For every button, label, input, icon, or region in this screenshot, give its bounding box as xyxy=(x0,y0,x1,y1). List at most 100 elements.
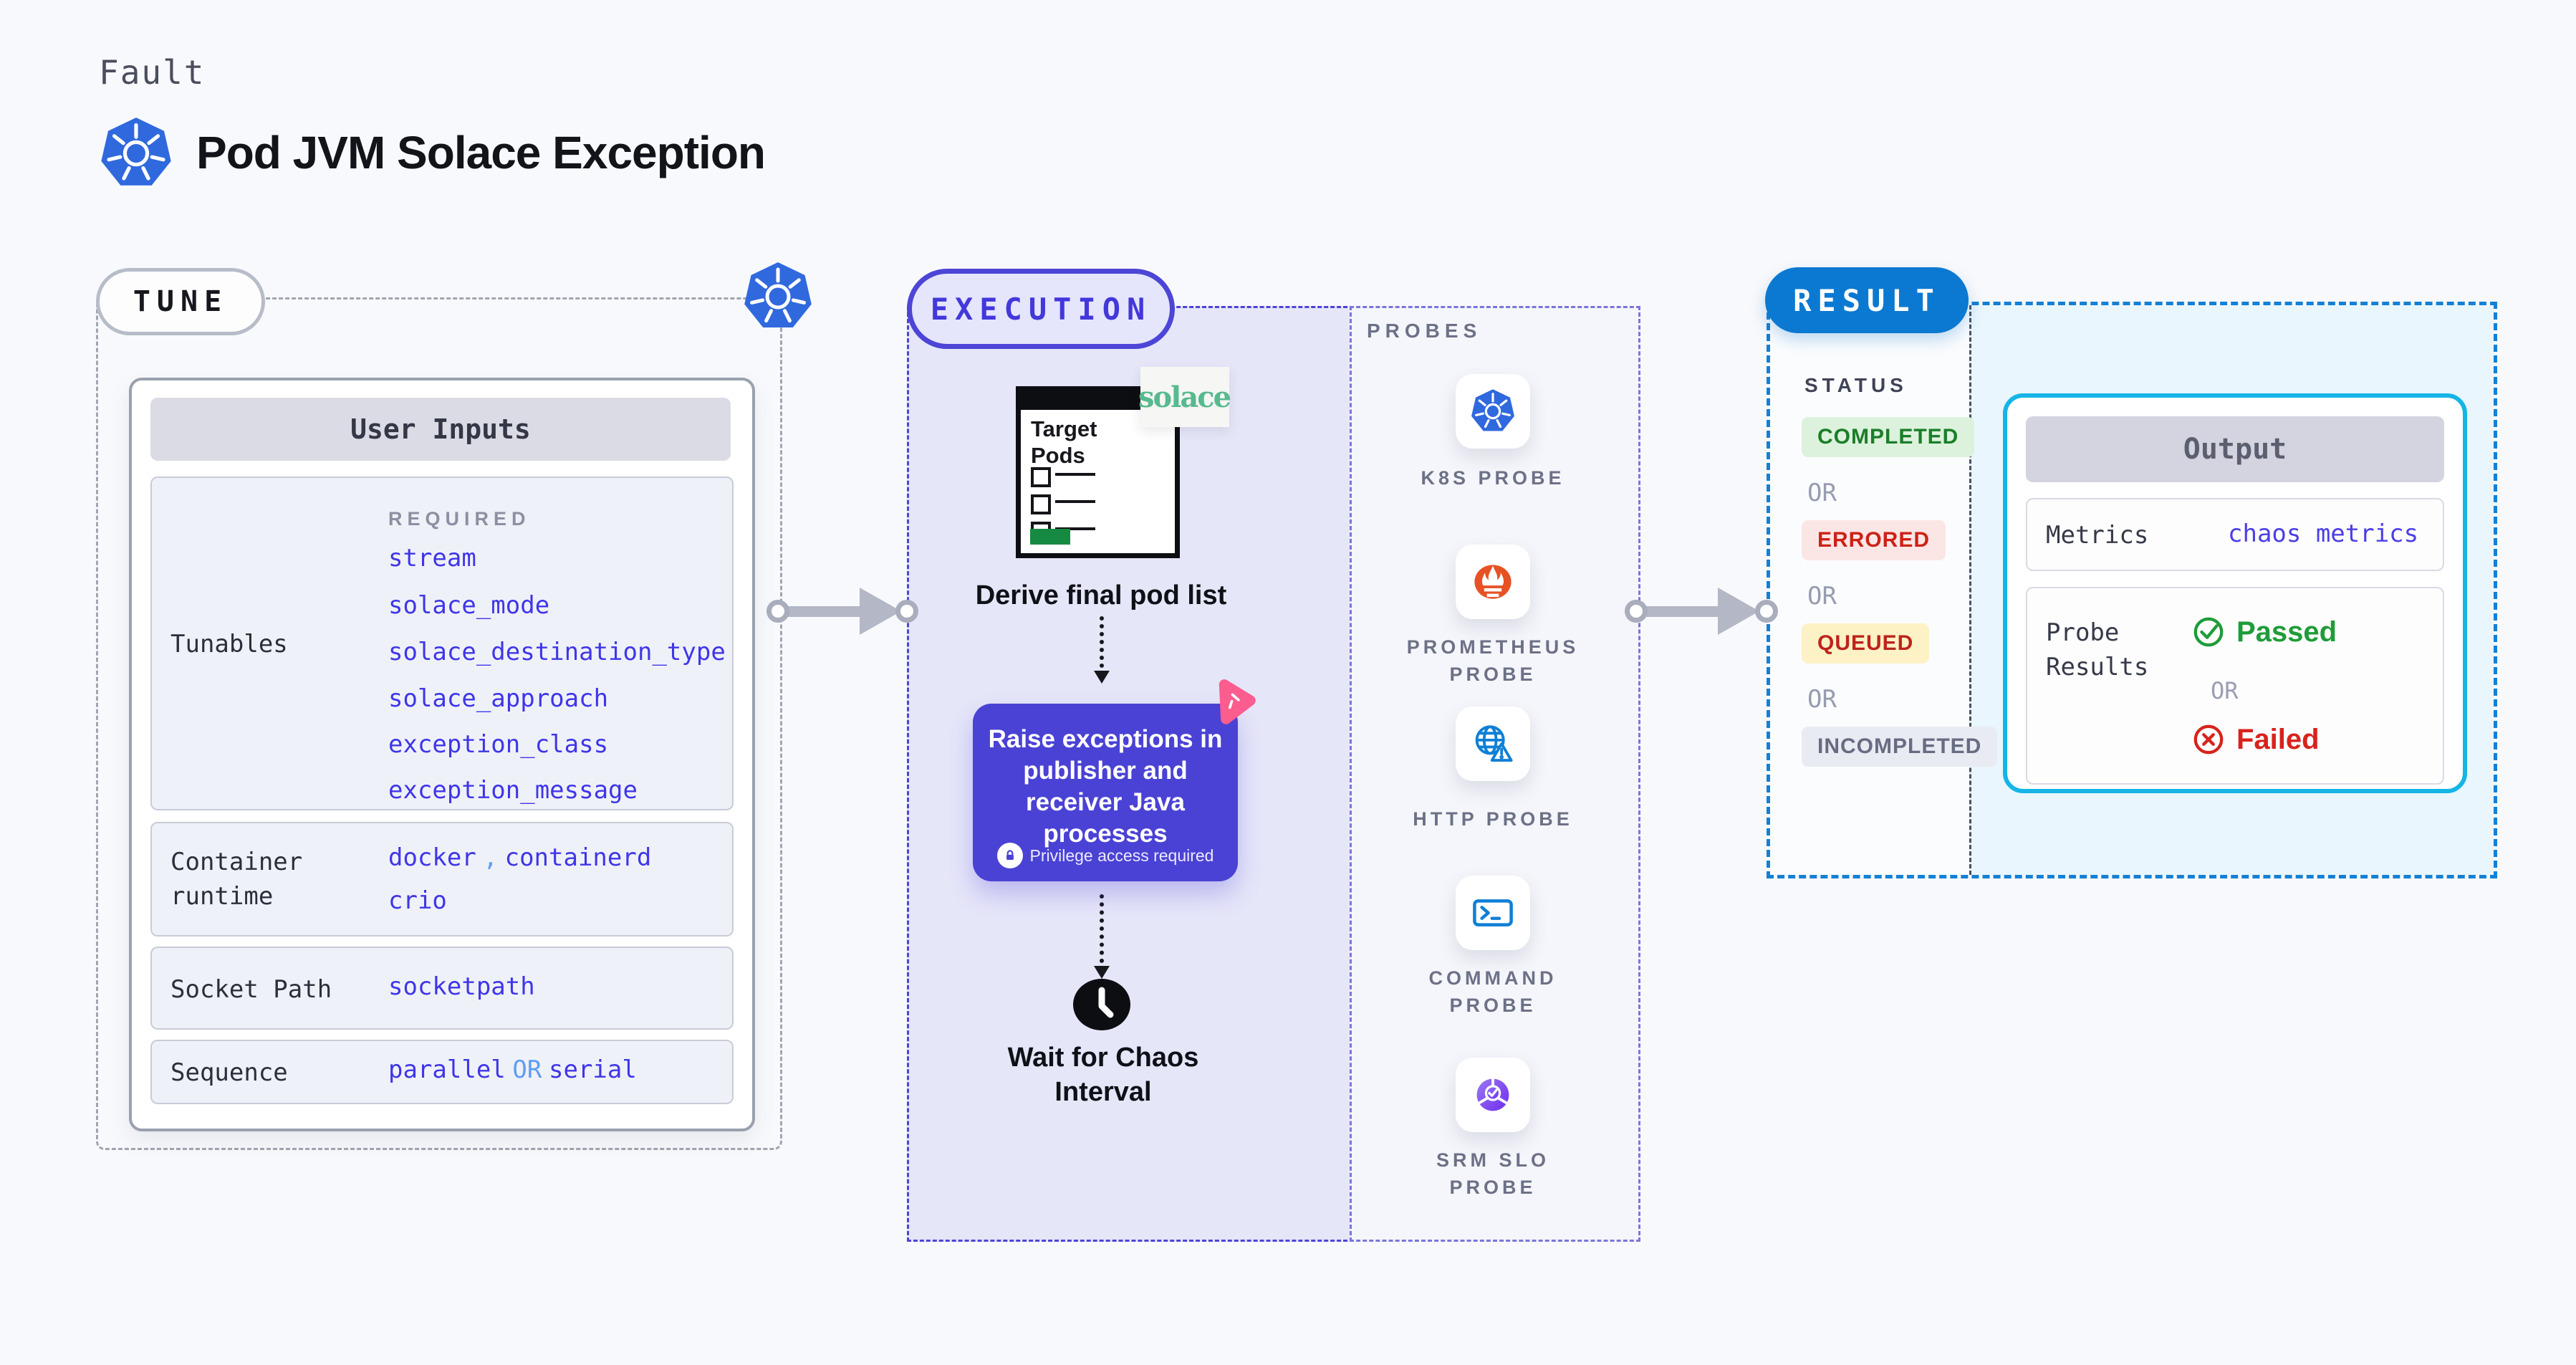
kubernetes-icon xyxy=(99,116,173,191)
chaos-action-text: Raise exceptions in publisher and receiv… xyxy=(988,725,1223,848)
user-inputs-card: User Inputs Tunables REQUIRED stream sol… xyxy=(129,378,755,1131)
socket-path-value: socketpath xyxy=(388,972,535,1001)
x-circle-icon xyxy=(2192,723,2225,756)
runtime-docker: docker xyxy=(388,843,476,872)
sequence-serial: serial xyxy=(549,1055,637,1084)
http-probe-label: HTTP PROBE xyxy=(1413,808,1573,830)
list-line xyxy=(1055,500,1095,503)
probe-results-row: Probe Results Passed OR Failed xyxy=(2026,587,2444,785)
sequence-or: OR xyxy=(512,1055,542,1084)
tunables-row: Tunables REQUIRED stream solace_mode sol… xyxy=(150,476,734,810)
status-badge-queued: QUEUED xyxy=(1802,623,1930,664)
tunable-solace-approach: solace_approach xyxy=(388,684,609,713)
kubernetes-icon xyxy=(1456,374,1530,449)
container-runtime-values: docker , containerd xyxy=(388,843,651,872)
probes-to-result-arrowhead xyxy=(1718,588,1759,635)
status-or: OR xyxy=(1807,479,1837,507)
sequence-label: Sequence xyxy=(170,1058,288,1087)
tunable-stream: stream xyxy=(388,544,476,573)
connector-dot xyxy=(766,600,789,623)
tunable-exception-class: exception_class xyxy=(388,730,609,759)
chaos-action-box: Raise exceptions in publisher and receiv… xyxy=(973,704,1238,881)
status-column: STATUS COMPLETED OR ERRORED OR QUEUED OR… xyxy=(1770,305,1998,875)
required-label: REQUIRED xyxy=(388,508,531,530)
sequence-parallel: parallel xyxy=(388,1055,506,1084)
checkbox-icon xyxy=(1031,467,1051,487)
flow-arrowhead xyxy=(1094,671,1110,684)
status-badge-errored: ERRORED xyxy=(1802,520,1946,560)
output-card: Output Metrics chaos metrics Probe Resul… xyxy=(2003,393,2467,793)
list-line xyxy=(1055,473,1095,476)
flow-arrowhead xyxy=(1094,966,1110,979)
tunable-exception-message: exception_message xyxy=(388,776,638,805)
output-title: Output xyxy=(2026,416,2444,482)
runtime-separator: , xyxy=(483,843,498,872)
passed-line: Passed xyxy=(2192,616,2337,648)
k8s-probe-label: K8S PROBE xyxy=(1421,467,1565,489)
tune-to-execution-arrowhead xyxy=(860,588,901,635)
connector-dot xyxy=(1755,600,1778,623)
probes-title: PROBES xyxy=(1367,320,1482,342)
page-title: Pod JVM Solace Exception xyxy=(196,127,766,178)
output-or: OR xyxy=(2211,677,2239,704)
list-line xyxy=(1055,527,1095,530)
slo-gauge-icon xyxy=(1456,1058,1530,1132)
container-runtime-label: Container runtime xyxy=(170,848,303,911)
target-pods-title: Target Pods xyxy=(1031,416,1097,468)
wait-chaos-interval-label: Wait for Chaos Interval xyxy=(1007,1043,1199,1107)
status-title: STATUS xyxy=(1804,374,1908,396)
sequence-values: parallel OR serial xyxy=(388,1055,637,1084)
status-or: OR xyxy=(1807,685,1837,714)
srm-slo-probe-label: SRM SLO PROBE xyxy=(1436,1149,1549,1198)
probe-results-label: Probe Results xyxy=(2046,618,2149,681)
runtime-crio: crio xyxy=(388,886,447,915)
failed-label: Failed xyxy=(2236,723,2320,755)
tune-panel xyxy=(96,297,782,1150)
tunables-label: Tunables xyxy=(170,630,288,658)
kubernetes-icon xyxy=(742,261,814,332)
user-inputs-title: User Inputs xyxy=(150,398,731,461)
failed-line: Failed xyxy=(2192,723,2320,756)
flow-dotted-line xyxy=(1100,894,1104,963)
status-or: OR xyxy=(1807,582,1837,610)
probes-to-result-arrow xyxy=(1645,606,1719,617)
check-circle-icon xyxy=(2192,616,2225,648)
flow-dotted-line xyxy=(1100,616,1104,668)
tunable-solace-mode: solace_mode xyxy=(388,591,550,620)
metrics-row: Metrics chaos metrics xyxy=(2026,498,2444,571)
socket-path-row: Socket Path socketpath xyxy=(150,947,734,1030)
metrics-label: Metrics xyxy=(2046,521,2149,550)
checkbox-icon xyxy=(1031,494,1051,514)
target-pods-window: Target Pods xyxy=(1016,386,1180,558)
command-probe-label: COMMAND PROBE xyxy=(1428,967,1557,1016)
result-badge: RESULT xyxy=(1765,267,1969,333)
connector-dot xyxy=(1625,600,1648,623)
sequence-row: Sequence parallel OR serial xyxy=(150,1040,734,1104)
tune-badge: TUNE xyxy=(96,268,265,335)
socket-path-label: Socket Path xyxy=(170,975,332,1004)
metrics-value: chaos metrics xyxy=(2228,519,2419,548)
privilege-text: Privilege access required xyxy=(1029,846,1214,865)
execution-badge: EXECUTION xyxy=(907,269,1175,349)
confirm-bar xyxy=(1030,529,1070,545)
fault-eyebrow: Fault xyxy=(99,53,206,92)
status-badge-completed: COMPLETED xyxy=(1802,417,1975,457)
solace-logo: solace xyxy=(1138,367,1231,427)
tune-to-execution-arrow xyxy=(787,606,862,617)
globe-warning-icon xyxy=(1456,707,1530,781)
solace-logo-text: solace xyxy=(1138,380,1231,414)
chaos-scenario-icon xyxy=(1219,679,1256,724)
privilege-line: Privilege access required xyxy=(973,843,1238,868)
status-badge-incompleted: INCOMPLETED xyxy=(1802,727,1998,767)
container-runtime-row: Container runtime docker , containerd cr… xyxy=(150,822,734,937)
runtime-containerd: containerd xyxy=(504,843,652,872)
clock-icon xyxy=(1073,979,1130,1030)
derive-pod-list-label: Derive final pod list xyxy=(975,580,1227,610)
terminal-icon xyxy=(1456,876,1530,950)
lock-icon xyxy=(996,843,1023,868)
connector-dot xyxy=(895,600,918,623)
tunable-solace-destination-type: solace_destination_type xyxy=(388,638,726,666)
prometheus-icon xyxy=(1456,545,1530,619)
prometheus-probe-label: PROMETHEUS PROBE xyxy=(1406,636,1580,685)
